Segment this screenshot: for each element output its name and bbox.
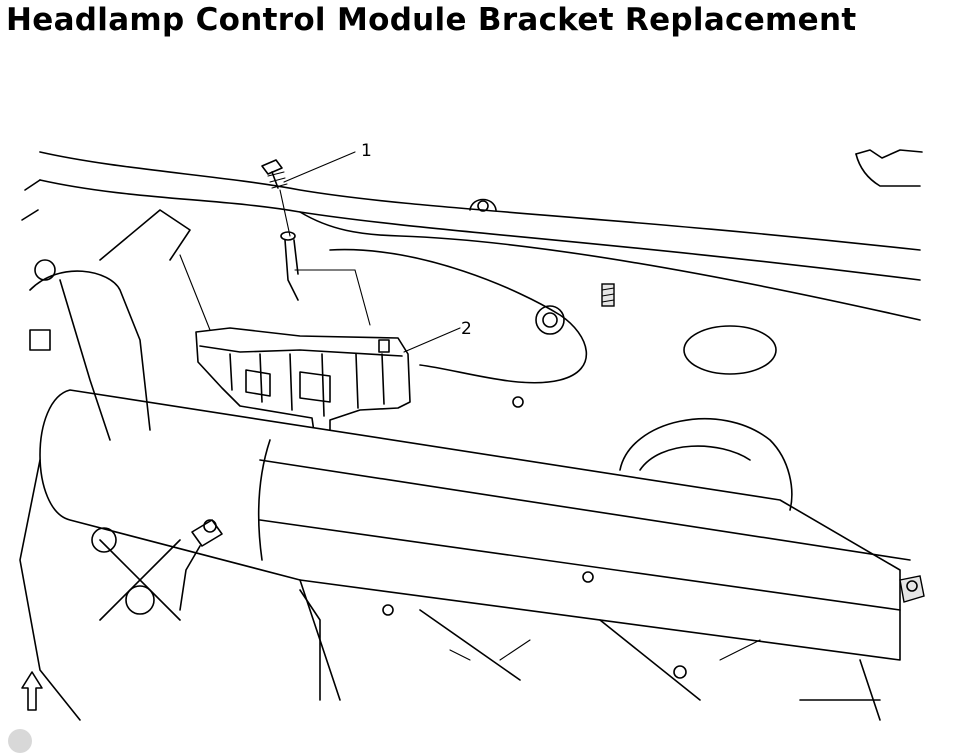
up-arrow-icon [21, 671, 43, 711]
page-title: Headlamp Control Module Bracket Replacem… [6, 2, 857, 38]
decorative-dot [8, 729, 32, 753]
illustration: 1 2 [0, 140, 960, 739]
callout-1-label: 1 [361, 141, 372, 161]
callout-2-label: 2 [461, 319, 472, 339]
headlamp-module-diagram: 1 2 [19, 141, 925, 721]
